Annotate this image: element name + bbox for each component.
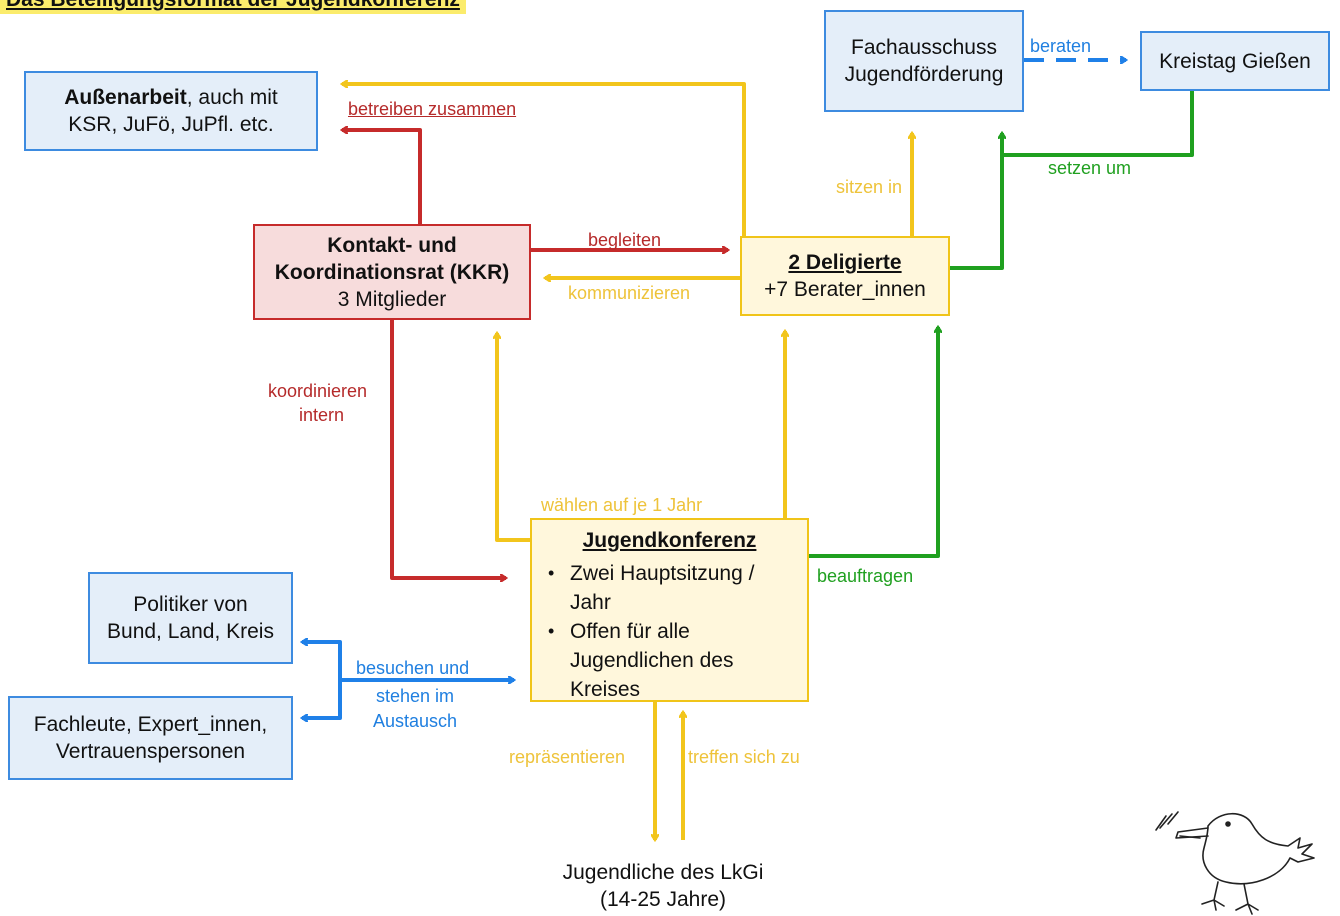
label-waehlen: wählen auf je 1 Jahr xyxy=(541,495,703,515)
node-kkr: Kontakt- und Koordinationsrat (KKR) 3 Mi… xyxy=(253,224,531,320)
bird-doodle-icon xyxy=(1155,811,1315,915)
fachausschuss-line1: Fachausschuss xyxy=(851,36,997,59)
arrow-politiker xyxy=(302,642,342,680)
kkr-line3: 3 Mitglieder xyxy=(337,287,447,311)
fachleute-line1: Fachleute, Expert_innen, xyxy=(33,713,268,736)
diagram-title: Das Beteiligungsformat der Jugendkonfere… xyxy=(0,0,466,14)
arrow-jk-waehlen-kkr xyxy=(497,333,530,542)
arrow-fachleute xyxy=(302,680,342,718)
label-intern: intern xyxy=(299,405,345,425)
politiker-line1: Politiker von xyxy=(133,593,248,616)
arrow-beauftragen xyxy=(809,327,938,558)
arrow-setzen-um-fachausschuss xyxy=(950,133,1002,270)
fachausschuss-line2: Jugendförderung xyxy=(844,63,1004,86)
kkr-line1: Kontakt- und xyxy=(327,233,457,257)
jugendkonferenz-title: Jugendkonferenz xyxy=(582,529,757,552)
jugendkonferenz-bullet: Zwei Hauptsitzung / Jahr xyxy=(540,559,799,617)
aussenarbeit-line2: KSR, JuFö, JuPfl. etc. xyxy=(68,113,274,136)
node-politiker: Politiker von Bund, Land, Kreis xyxy=(88,572,293,664)
kreistag-label: Kreistag Gießen xyxy=(1159,49,1311,73)
fachleute-line2: Vertrauenspersonen xyxy=(55,740,246,763)
label-betreiben-zusammen: betreiben zusammen xyxy=(348,99,517,119)
label-koordinieren: koordinieren xyxy=(268,381,368,401)
aussenarbeit-rest: , auch mit xyxy=(186,86,278,109)
node-aussenarbeit: Außenarbeit, auch mit KSR, JuFö, JuPfl. … xyxy=(24,71,318,151)
label-repraesentieren: repräsentieren xyxy=(509,747,626,767)
arrow-kkr-koordinieren xyxy=(390,320,506,578)
node-jugendkonferenz: Jugendkonferenz Zwei Hauptsitzung / Jahr… xyxy=(530,518,809,702)
node-fachausschuss: Fachausschuss Jugendförderung xyxy=(824,10,1024,112)
label-begleiten: begleiten xyxy=(588,230,662,250)
label-besuchen: besuchen und xyxy=(356,658,470,678)
label-setzen-um: setzen um xyxy=(1048,158,1132,178)
node-deligierte: 2 Deligierte +7 Berater_innen xyxy=(740,236,950,316)
politiker-line2: Bund, Land, Kreis xyxy=(107,620,274,643)
kkr-line2: Koordinationsrat (KKR) xyxy=(274,260,510,284)
jugendliche-line2: (14-25 Jahre) xyxy=(599,888,727,911)
label-treffen-sich-zu: treffen sich zu xyxy=(688,747,800,767)
node-kreistag: Kreistag Gießen xyxy=(1140,31,1330,91)
label-beauftragen: beauftragen xyxy=(817,566,914,586)
node-jugendliche: Jugendliche des LkGi (14-25 Jahre) xyxy=(528,858,798,914)
label-austausch: Austausch xyxy=(373,711,458,731)
jugendkonferenz-bullet: Offen für alle Jugendlichen des Kreises xyxy=(540,617,799,704)
label-kommunizieren: kommunizieren xyxy=(568,283,691,303)
deligierte-line1: 2 Deligierte xyxy=(788,251,902,274)
label-beraten: beraten xyxy=(1030,36,1092,56)
jugendkonferenz-bullets: Zwei Hauptsitzung / Jahr Offen für alle … xyxy=(540,559,799,704)
jugendliche-line1: Jugendliche des LkGi xyxy=(562,861,764,884)
deligierte-line2: +7 Berater_innen xyxy=(764,278,926,301)
label-sitzen-in: sitzen in xyxy=(836,177,903,197)
arrow-kkr-to-aussenarbeit xyxy=(342,130,422,224)
aussenarbeit-bold: Außenarbeit xyxy=(64,86,187,109)
node-fachleute: Fachleute, Expert_innen, Vertrauensperso… xyxy=(8,696,293,780)
label-stehen-im: stehen im xyxy=(376,686,455,706)
